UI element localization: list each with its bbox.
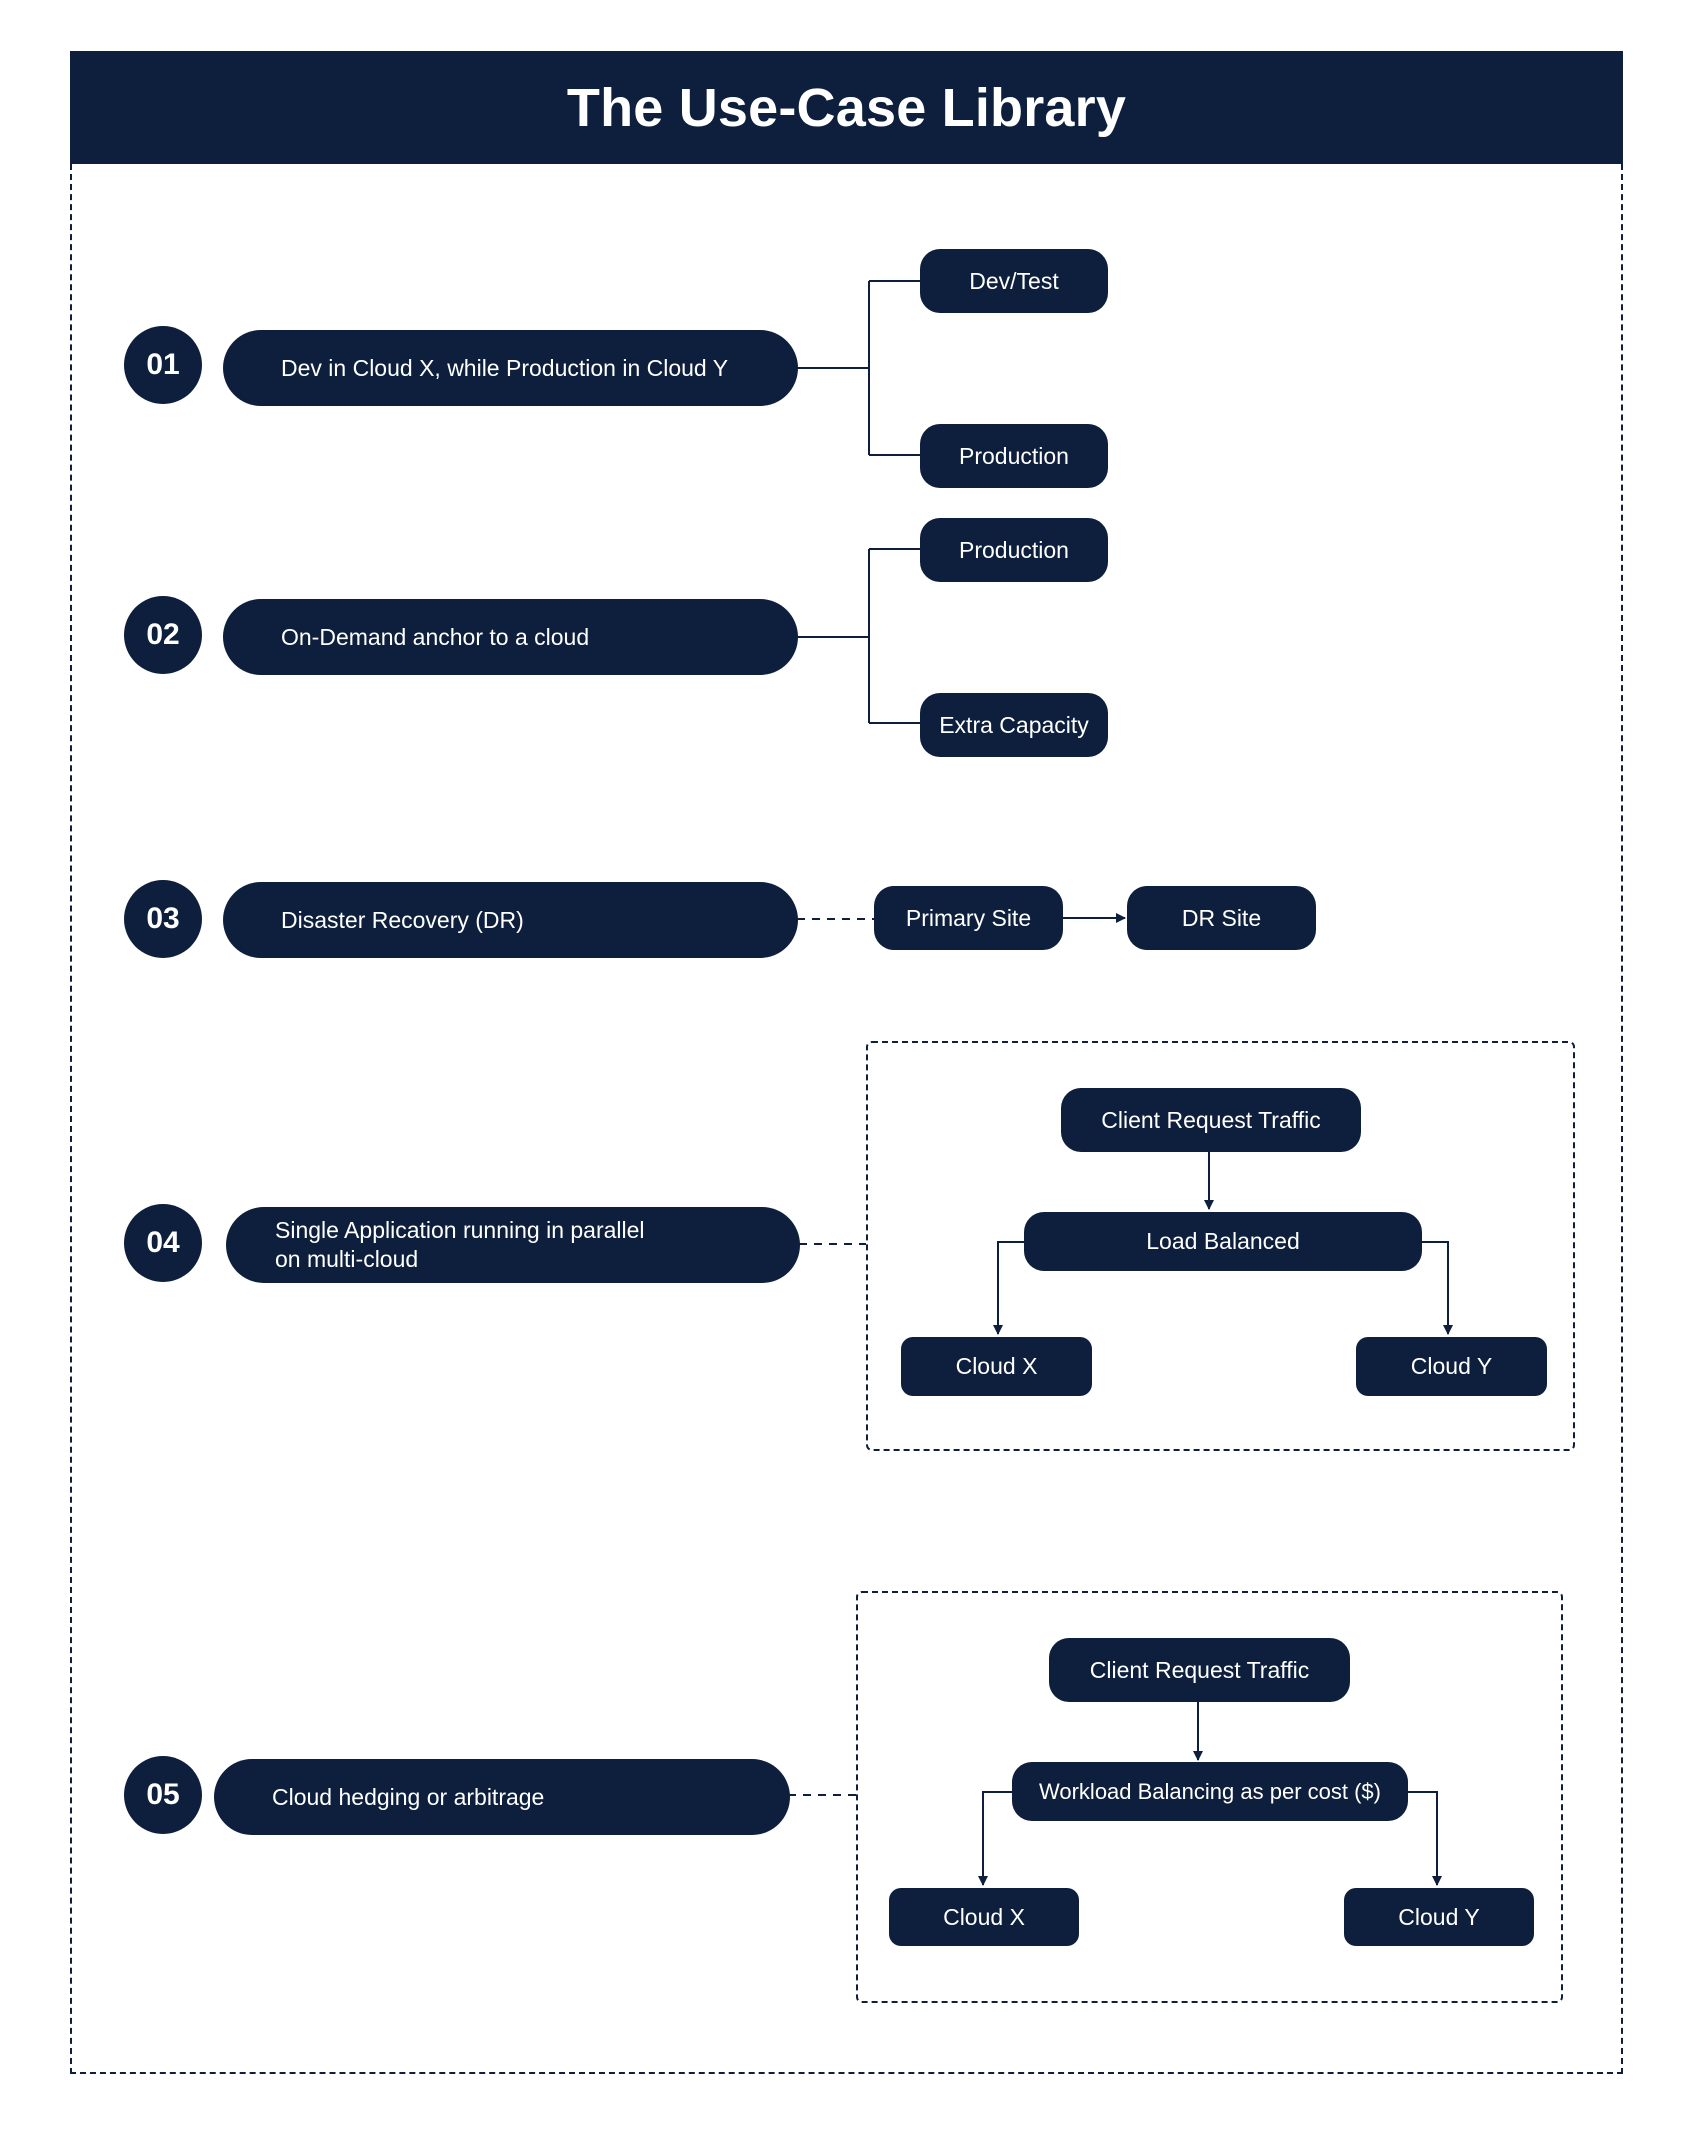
title-banner: The Use-Case Library (70, 51, 1623, 164)
use-case-02-label: On-Demand anchor to a cloud (223, 599, 798, 675)
use-case-01-branch-production: Production (920, 424, 1108, 488)
use-case-01-label: Dev in Cloud X, while Production in Clou… (223, 330, 798, 406)
connector-04-right-arrow (1420, 1241, 1453, 1335)
use-case-02-branch-extra-capacity: Extra Capacity (920, 693, 1108, 757)
use-case-03-primary-site: Primary Site (874, 886, 1063, 950)
use-case-04-load-balanced: Load Balanced (1024, 1212, 1422, 1271)
use-case-03-label: Disaster Recovery (DR) (223, 882, 798, 958)
use-case-03-dr-site: DR Site (1127, 886, 1316, 950)
use-case-04-label-line2: on multi-cloud (275, 1246, 419, 1272)
use-case-05-cloud-x: Cloud X (889, 1888, 1079, 1946)
connector-01-bracket (797, 280, 920, 456)
use-case-01-branch-dev-test: Dev/Test (920, 249, 1108, 313)
use-case-03-number: 03 (124, 880, 202, 958)
use-case-01-number: 01 (124, 326, 202, 404)
use-case-05-cloud-y: Cloud Y (1344, 1888, 1534, 1946)
use-case-05-client-request-traffic: Client Request Traffic (1049, 1638, 1350, 1702)
use-case-04-cloud-y: Cloud Y (1356, 1337, 1547, 1396)
connector-05-left-arrow (978, 1791, 1012, 1886)
use-case-04-label-line1: Single Application running in parallel (275, 1217, 645, 1243)
use-case-02-branch-production: Production (920, 518, 1108, 582)
connector-04-left-arrow (993, 1241, 1024, 1335)
connector-02-bracket (797, 548, 920, 724)
use-case-05-label: Cloud hedging or arbitrage (214, 1759, 790, 1835)
use-case-04-label: Single Application running in parallel o… (226, 1207, 800, 1283)
use-case-04-cloud-x: Cloud X (901, 1337, 1092, 1396)
outer-dashed-frame (70, 164, 1623, 2074)
page-title: The Use-Case Library (566, 77, 1127, 138)
use-case-05-number: 05 (124, 1756, 202, 1834)
use-case-04-number: 04 (124, 1204, 202, 1282)
connector-05-right-arrow (1407, 1791, 1442, 1886)
use-case-05-diagram-frame (856, 1591, 1563, 2003)
use-case-02-number: 02 (124, 596, 202, 674)
use-case-04-diagram-frame (866, 1041, 1575, 1451)
use-case-05-workload-balancing: Workload Balancing as per cost ($) (1012, 1762, 1408, 1821)
use-case-04-client-request-traffic: Client Request Traffic (1061, 1088, 1361, 1152)
